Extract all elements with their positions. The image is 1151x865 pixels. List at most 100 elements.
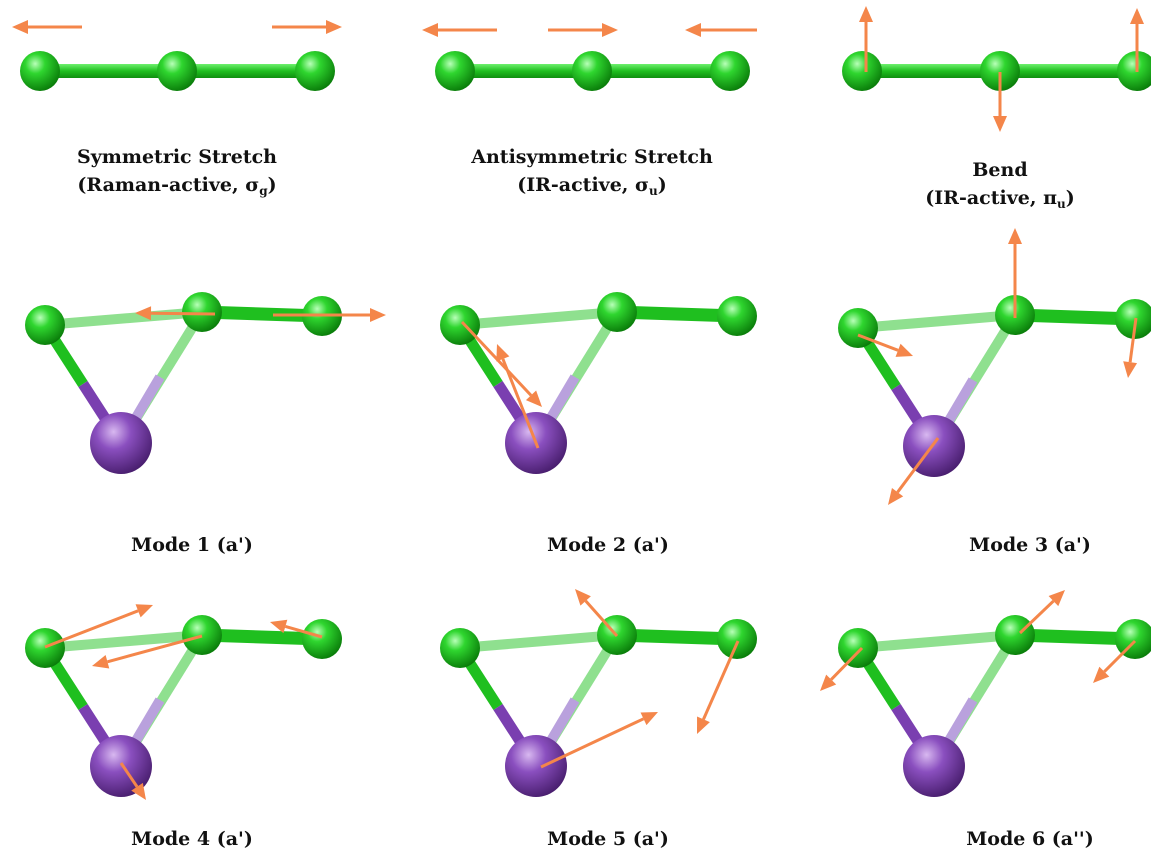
arrow-head bbox=[993, 116, 1007, 132]
displacement-arrow bbox=[993, 72, 1007, 132]
bond bbox=[201, 628, 323, 646]
displacement-arrows bbox=[12, 6, 1144, 800]
mode2-caption: Mode 2 (a') bbox=[547, 534, 669, 556]
mode6-caption: Mode 6 (a'') bbox=[966, 828, 1094, 850]
carbon-atom bbox=[295, 51, 335, 91]
arrow-head bbox=[525, 390, 542, 407]
displacement-arrow bbox=[272, 20, 342, 34]
mode3-caption: Mode 3 (a') bbox=[969, 534, 1091, 556]
mode2-molecule bbox=[440, 292, 757, 474]
displacement-arrow bbox=[540, 712, 658, 769]
faded-bond bbox=[857, 630, 1016, 653]
carbon-atom bbox=[25, 628, 65, 668]
mode6-molecule bbox=[838, 615, 1151, 797]
metal-atom bbox=[903, 735, 965, 797]
displacement-arrow bbox=[1093, 639, 1137, 683]
arrow-head bbox=[1123, 361, 1138, 378]
displacement-arrow bbox=[44, 604, 153, 649]
arrow-shaft bbox=[540, 717, 645, 769]
arrow-head bbox=[1130, 8, 1144, 24]
arrow-head bbox=[326, 20, 342, 34]
mode5-molecule bbox=[440, 615, 757, 797]
displacement-arrow bbox=[270, 619, 323, 639]
metal-atom bbox=[903, 415, 965, 477]
arrow-head bbox=[131, 782, 146, 800]
caption-title: Antisymmetric Stretch bbox=[471, 146, 713, 168]
displacement-arrow bbox=[1130, 8, 1144, 72]
displacement-arrow bbox=[1008, 228, 1022, 318]
symmetric-stretch-caption: Symmetric Stretch (Raman-active, σg) bbox=[27, 143, 327, 205]
arrow-shaft bbox=[150, 311, 216, 316]
mode1-caption: Mode 1 (a') bbox=[131, 534, 253, 556]
antisymmetric-stretch-molecule bbox=[435, 51, 750, 91]
bond bbox=[616, 628, 738, 646]
mode1-molecule bbox=[25, 292, 342, 474]
carbon-atom bbox=[1117, 51, 1151, 91]
caption-subtitle: (Raman-active, σg) bbox=[77, 174, 277, 198]
metal-atom bbox=[90, 412, 152, 474]
displacement-arrow bbox=[685, 23, 757, 37]
arrow-shaft bbox=[1018, 599, 1055, 635]
displacement-arrow bbox=[1123, 317, 1138, 378]
symmetric-stretch-molecule bbox=[20, 51, 335, 91]
caption-title: Bend bbox=[972, 159, 1028, 181]
displacement-arrow bbox=[273, 308, 386, 322]
mode4-caption: Mode 4 (a') bbox=[131, 828, 253, 850]
arrow-shaft bbox=[857, 333, 899, 352]
carbon-atom bbox=[440, 305, 480, 345]
arrow-head bbox=[135, 306, 152, 321]
displacement-arrow bbox=[460, 320, 542, 407]
faded-bond bbox=[857, 310, 1016, 333]
arrow-shaft bbox=[896, 437, 940, 494]
arrow-head bbox=[1093, 666, 1110, 683]
bond bbox=[1014, 308, 1136, 326]
arrow-shaft bbox=[1103, 639, 1137, 673]
arrow-head bbox=[1048, 590, 1065, 607]
carbon-atom bbox=[182, 615, 222, 655]
metal-atom bbox=[505, 735, 567, 797]
displacement-arrow bbox=[119, 762, 146, 800]
carbon-atom bbox=[717, 619, 757, 659]
displacement-arrow bbox=[1018, 590, 1065, 635]
mode4-molecule bbox=[25, 615, 342, 797]
displacement-arrow bbox=[575, 589, 619, 637]
arrow-head bbox=[602, 23, 618, 37]
arrow-head bbox=[135, 604, 153, 618]
displacement-arrow bbox=[859, 6, 873, 72]
arrow-head bbox=[895, 343, 913, 357]
carbon-atom bbox=[440, 628, 480, 668]
carbon-atom bbox=[838, 628, 878, 668]
carbon-atom bbox=[980, 51, 1020, 91]
bend-caption: Bend (IR-active, πu) bbox=[850, 156, 1150, 218]
arrow-head bbox=[685, 23, 701, 37]
arrow-head bbox=[697, 716, 710, 734]
bond bbox=[616, 305, 738, 323]
arrow-head bbox=[92, 655, 110, 669]
arrow-shaft bbox=[119, 762, 139, 788]
arrow-shaft bbox=[284, 624, 323, 639]
arrow-head bbox=[640, 712, 658, 726]
carbon-atom bbox=[1115, 619, 1151, 659]
arrow-shaft bbox=[44, 609, 139, 649]
faded-bond bbox=[459, 630, 618, 653]
displacement-arrow bbox=[422, 23, 497, 37]
arrow-head bbox=[12, 20, 28, 34]
arrow-shaft bbox=[107, 634, 203, 664]
arrow-shaft bbox=[584, 599, 619, 637]
mode3-molecule bbox=[838, 295, 1151, 477]
arrow-head bbox=[888, 487, 904, 505]
displacement-arrow bbox=[888, 437, 940, 505]
arrow-head bbox=[270, 619, 288, 634]
arrow-head bbox=[820, 674, 837, 691]
arrow-head bbox=[575, 589, 591, 606]
carbon-atom bbox=[995, 615, 1035, 655]
arrow-head bbox=[496, 344, 510, 362]
carbon-atom bbox=[597, 292, 637, 332]
displacement-arrow bbox=[857, 333, 913, 357]
arrow-shaft bbox=[702, 640, 740, 720]
faded-bond bbox=[44, 630, 203, 653]
caption-title: Symmetric Stretch bbox=[76, 146, 277, 168]
carbon-atom bbox=[302, 619, 342, 659]
carbon-atom bbox=[182, 292, 222, 332]
